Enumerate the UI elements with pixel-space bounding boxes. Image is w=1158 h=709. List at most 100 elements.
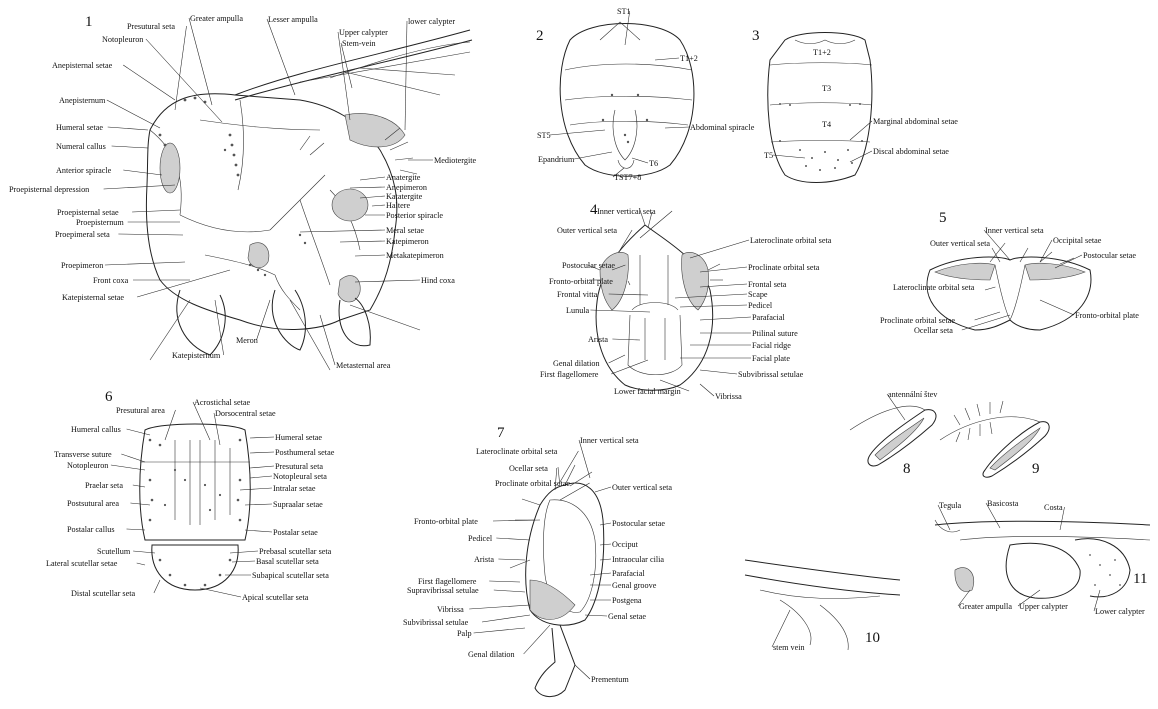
figure-6-label: Notopleural seta bbox=[273, 472, 327, 481]
figure-7-label: Genal setae bbox=[608, 612, 646, 621]
figure-4-label: Proclinate orbital seta bbox=[748, 263, 820, 272]
figure-1-label: Numeral callus bbox=[56, 142, 106, 151]
figure-2-label: TST7+8 bbox=[614, 173, 641, 182]
figure-5-label: Ocellar seta bbox=[914, 326, 953, 335]
figure-6-label: Supraalar setae bbox=[273, 500, 323, 509]
figure-6-leader-line bbox=[232, 561, 255, 562]
figure-4-label: Fronto-orbital plate bbox=[549, 277, 613, 286]
figure-1-leader-line bbox=[132, 210, 180, 212]
figure-2-abdomen bbox=[560, 22, 694, 176]
figure-1-label: Mediotergite bbox=[434, 156, 477, 165]
figure-7-label: Occiput bbox=[612, 540, 639, 549]
figure-10-labels: stem vein bbox=[772, 610, 805, 652]
figure-6-label: Notopleuron bbox=[67, 461, 108, 470]
figure-7-head-lateral bbox=[510, 465, 604, 697]
figure-6-leader-line bbox=[250, 476, 272, 478]
figure-number-6: 6 bbox=[105, 389, 113, 405]
figure-6-leader-line bbox=[154, 580, 160, 593]
figure-1-label: Front coxa bbox=[93, 276, 129, 285]
figure-1-label: Posterior spiracle bbox=[386, 211, 443, 220]
figure-2-label: ST5 bbox=[537, 131, 551, 140]
figure-5-label: Outer vertical seta bbox=[930, 239, 990, 248]
figure-5-leader-line bbox=[1040, 300, 1074, 315]
figure-1-leader-line bbox=[267, 19, 295, 95]
figure-6-label: Acrostichal setae bbox=[194, 398, 251, 407]
figure-1-label: Hind coxa bbox=[421, 276, 455, 285]
figure-10-leader-line bbox=[772, 610, 790, 647]
figure-1-label: Greater ampulla bbox=[190, 14, 243, 23]
figure-7-leader-line bbox=[600, 559, 611, 560]
figure-1-leader-line bbox=[300, 230, 385, 232]
figure-number-3: 3 bbox=[752, 28, 760, 44]
figure-7-leader-line bbox=[489, 581, 520, 582]
figure-11-label: Tegula bbox=[939, 501, 962, 510]
figure-4-label: First flagellomere bbox=[540, 370, 599, 379]
figure-3-leader-line bbox=[850, 151, 872, 162]
figure-4-label: Postocular setae bbox=[562, 261, 615, 270]
figure-7-label: Fronto-orbital plate bbox=[414, 517, 478, 526]
figure-6-leader-line bbox=[111, 465, 145, 470]
figure-7-label: Ocellar seta bbox=[509, 464, 548, 473]
figure-4-leader-line bbox=[612, 339, 640, 340]
figure-1-labels: Presutural setaGreater ampullaLesser amp… bbox=[9, 14, 477, 370]
figure-7-leader-line bbox=[590, 573, 611, 575]
figure-7-leader-line bbox=[498, 559, 525, 560]
figure-2-leader-line bbox=[574, 152, 612, 159]
figure-4-leader-line bbox=[700, 384, 714, 396]
figure-2-leader-line bbox=[665, 127, 689, 128]
figure-7-label: Genal groove bbox=[612, 581, 657, 590]
figure-4-label: Parafacial bbox=[752, 313, 785, 322]
figure-1-label: Anepimeron bbox=[386, 183, 427, 192]
figure-number-10: 10 bbox=[865, 630, 880, 646]
figure-8-antenna bbox=[850, 406, 936, 466]
figure-6-leader-line bbox=[245, 504, 272, 505]
figure-6-label: Basal scutellar seta bbox=[256, 557, 319, 566]
figure-4-label: Frontal seta bbox=[748, 280, 787, 289]
figure-6-label: Humeral callus bbox=[71, 425, 121, 434]
figure-6-leader-line bbox=[193, 402, 210, 440]
figure-1-leader-line bbox=[320, 315, 335, 365]
figure-6-leader-line bbox=[250, 452, 274, 453]
figure-number-5: 5 bbox=[939, 210, 947, 226]
figure-7-label: Supravibrissal setulae bbox=[407, 586, 479, 595]
figure-4-leader-line bbox=[628, 281, 630, 285]
figure-6-leader-line bbox=[230, 551, 258, 553]
figure-1-leader-line bbox=[137, 270, 230, 297]
figure-4-label: Scape bbox=[748, 290, 768, 299]
figure-1-leader-line bbox=[108, 127, 148, 130]
figure-4-leader-line bbox=[680, 305, 747, 307]
figure-8-label: antennální štev bbox=[888, 390, 938, 399]
figure-11-label: Greater ampulla bbox=[959, 602, 1012, 611]
figure-1-label: Proepisternal setae bbox=[57, 208, 119, 217]
figure-6-label: Postalar callus bbox=[67, 525, 115, 534]
figure-1-label: lower calypter bbox=[408, 17, 455, 26]
figure-number-7: 7 bbox=[497, 425, 505, 441]
figure-4-leader-line bbox=[700, 370, 737, 374]
figure-11-calypters bbox=[935, 520, 1150, 598]
figure-7-label: Proclinate orbital setae bbox=[495, 479, 570, 488]
figure-4-leader-line bbox=[611, 360, 648, 374]
figure-1-label: Katatergite bbox=[386, 192, 423, 201]
figure-numbers: 1 2 3 4 5 6 7 8 9 10 11 bbox=[85, 14, 1147, 646]
figure-6-thorax-dorsal bbox=[140, 424, 251, 590]
figure-4-label: Outer vertical seta bbox=[557, 226, 617, 235]
figure-1-label: Katepimeron bbox=[386, 237, 429, 246]
figure-7-leader-line bbox=[595, 487, 611, 492]
figure-1-leader-line bbox=[107, 100, 160, 128]
figure-2-leader-line bbox=[625, 11, 630, 45]
figure-4-leader-line bbox=[700, 317, 751, 320]
figure-number-2: 2 bbox=[536, 28, 544, 44]
figure-1-label: Anepisternal setae bbox=[52, 61, 113, 70]
figure-1-leader-line bbox=[189, 18, 212, 105]
figure-6-label: Lateral scutellar setae bbox=[46, 559, 118, 568]
figure-1-thorax-lateral bbox=[146, 30, 472, 370]
figure-2-labels: ST1T1+2ST5Abdominal spiracleEpandriumT6T… bbox=[537, 7, 755, 182]
figure-1-leader-line bbox=[340, 241, 385, 242]
figure-1-leader-line bbox=[112, 146, 148, 148]
figure-1-label: Katepisternal setae bbox=[62, 293, 124, 302]
figure-7-label: Palp bbox=[457, 629, 472, 638]
